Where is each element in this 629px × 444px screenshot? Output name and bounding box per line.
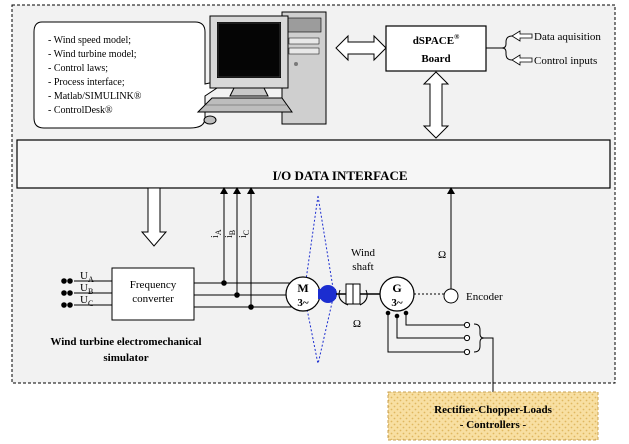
bubble-item-2: - Wind turbine model; xyxy=(48,49,137,60)
wind-shaft xyxy=(338,283,380,306)
loads-label-2: - Controllers - xyxy=(460,419,527,431)
software-bubble xyxy=(33,21,233,129)
dspace-title: dSPACE xyxy=(413,35,454,47)
control-inputs-label: Control inputs xyxy=(534,55,597,67)
wind-shaft-label-1: Wind xyxy=(351,247,375,259)
dspace-board-label: Board xyxy=(421,53,450,65)
computer-icon xyxy=(196,11,327,125)
bubble-item-3: - Control laws; xyxy=(48,63,108,74)
svg-text:UB: UB xyxy=(80,282,93,296)
turbine-fan-outline xyxy=(303,195,335,365)
svg-text:iB: iB xyxy=(224,230,237,238)
generator-output-lines xyxy=(385,310,494,392)
input-ub-sub: B xyxy=(88,287,93,296)
input-ub-label: U xyxy=(80,282,88,294)
current-ib-sub: B xyxy=(228,230,237,235)
svg-text:iC: iC xyxy=(238,230,251,238)
frequency-converter xyxy=(111,267,195,321)
input-uc-sub: C xyxy=(88,299,93,308)
input-ua-sub: A xyxy=(88,275,94,284)
dspace-reg-mark: ® xyxy=(454,33,460,41)
input-lines xyxy=(61,278,112,308)
bubble-item-5: - Matlab/SIMULINK® xyxy=(48,91,142,102)
dspace-io-link-arrow xyxy=(422,71,450,139)
bubble-item-4: - Process interface; xyxy=(48,77,125,88)
generator-phase: 3~ xyxy=(391,297,403,309)
data-acquisition-label: Data aquisition xyxy=(534,31,601,43)
current-ib-label: i xyxy=(224,235,235,238)
current-ic-label: i xyxy=(238,235,249,238)
input-uc-label: U xyxy=(80,294,88,306)
encoder-omega-label: Ω xyxy=(438,249,446,261)
simulator-label-2: simulator xyxy=(103,352,148,364)
io-data-interface xyxy=(16,139,611,189)
motor-phase: 3~ xyxy=(297,297,309,309)
converter-label-2: converter xyxy=(132,293,174,305)
simulator-label-1: Wind turbine electromechanical xyxy=(50,336,201,348)
io-converter-arrow xyxy=(140,187,168,247)
shaft-coupling xyxy=(318,285,346,303)
outputs-bracket xyxy=(486,30,533,66)
encoder-label: Encoder xyxy=(466,291,503,303)
motor-symbol: M xyxy=(297,281,308,295)
dspace-board xyxy=(385,25,487,72)
io-data-interface-label: I/O DATA INTERFACE xyxy=(272,168,407,183)
current-ia-sub: A xyxy=(214,229,223,235)
current-ic-sub: C xyxy=(242,230,251,235)
current-ia-label: i xyxy=(210,235,221,238)
svg-text:dSPACE®: dSPACE® xyxy=(413,33,460,47)
bubble-item-1: - Wind speed model; xyxy=(48,35,131,46)
wind-shaft-label-2: shaft xyxy=(352,261,373,273)
loads-label-1: Rectifier-Chopper-Loads xyxy=(434,404,552,416)
bubble-item-6: - ControlDesk® xyxy=(48,105,113,116)
rectifier-chopper-loads-box xyxy=(387,391,599,441)
svg-text:iA: iA xyxy=(210,229,223,238)
motor-feed-lines xyxy=(194,187,292,310)
input-ua-label: U xyxy=(80,270,88,282)
shaft-omega-label: Ω xyxy=(353,318,361,330)
svg-text:UC: UC xyxy=(80,294,93,308)
converter-label-1: Frequency xyxy=(130,279,177,291)
svg-text:UA: UA xyxy=(80,270,94,284)
encoder xyxy=(443,288,459,304)
generator-symbol: G xyxy=(392,281,401,295)
